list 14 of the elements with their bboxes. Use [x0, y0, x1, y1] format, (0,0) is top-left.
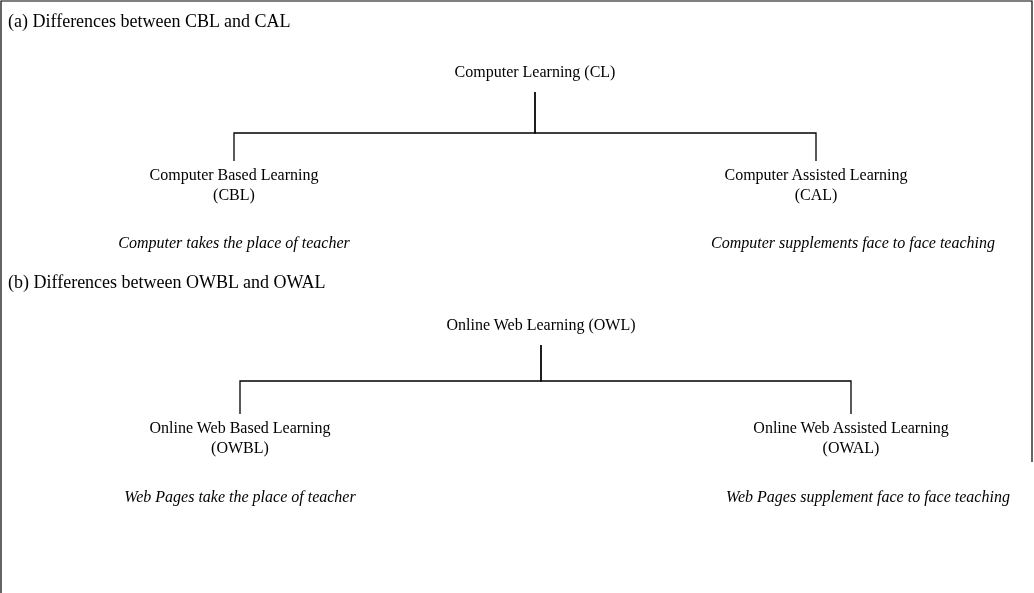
- concept-label: Computer Assisted Learning (CAL): [711, 163, 921, 207]
- concept-label: Computer Learning (CL): [405, 60, 665, 84]
- description-text: Web Pages supplement face to face teaching: [726, 487, 1010, 507]
- tree-connector: [540, 344, 852, 415]
- description-text: Computer supplements face to face teaching: [711, 233, 995, 253]
- description-text: Computer takes the place of teacher: [118, 233, 350, 253]
- concept-label: Online Web Learning (OWL): [411, 313, 671, 337]
- concept-label: Computer Based Learning (CBL): [139, 163, 329, 207]
- description-text: Web Pages take the place of teacher: [124, 487, 356, 507]
- concept-label: Online Web Based Learning (OWBL): [135, 416, 345, 460]
- section-heading: (b) Differences between OWBL and OWAL: [8, 271, 326, 293]
- section-heading: (a) Differences between CBL and CAL: [8, 10, 291, 32]
- concept-label: Online Web Assisted Learning (OWAL): [741, 416, 961, 460]
- tree-connector: [534, 91, 817, 162]
